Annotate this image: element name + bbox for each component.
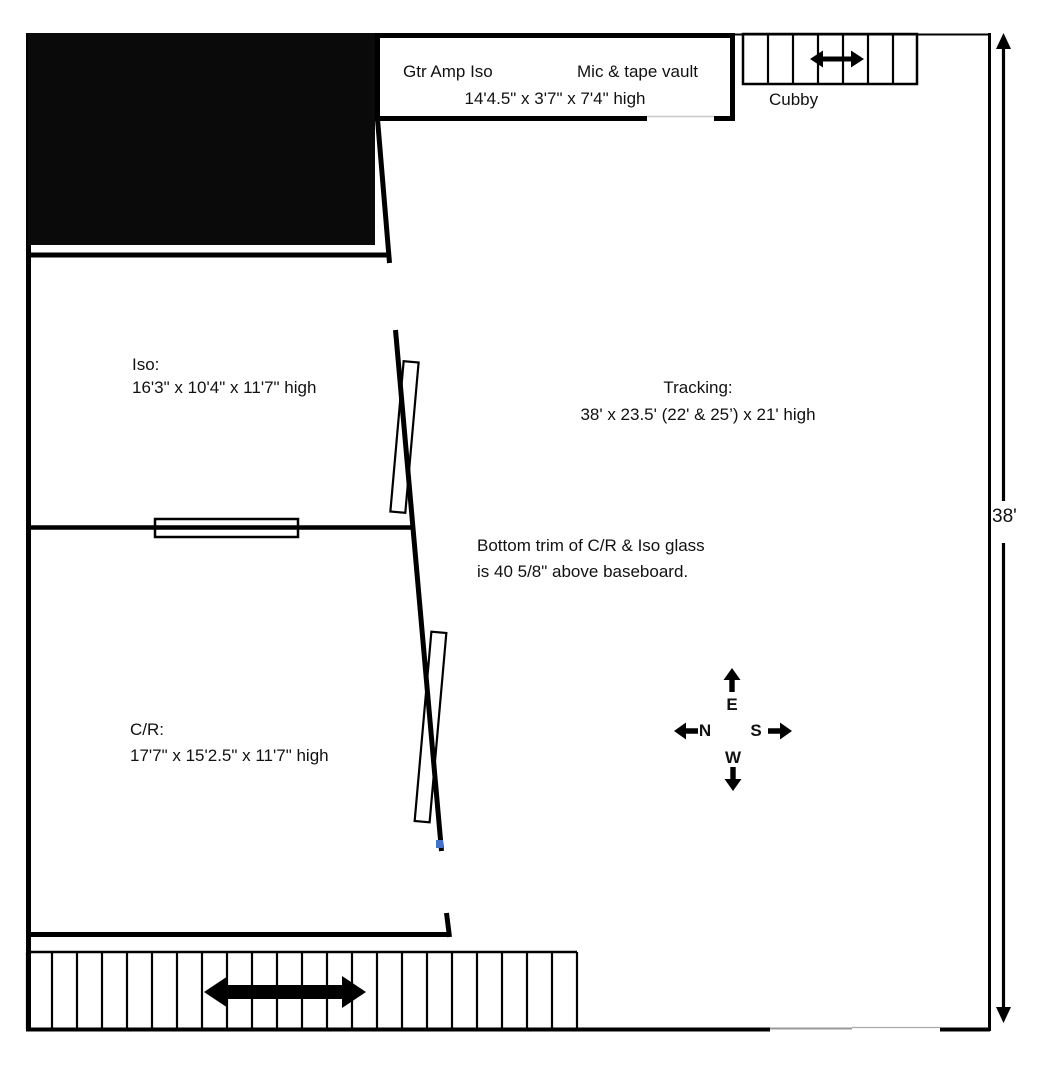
compass-rose	[674, 668, 792, 791]
iso-glass-window	[389, 359, 420, 515]
stairs-double-arrow-icon	[204, 976, 366, 1008]
tracking-label: Tracking:	[663, 378, 733, 397]
cr-dimensions: 17'7" x 15'2.5" x 11'7" high	[130, 746, 329, 765]
gtr-amp-iso-room-outline	[375, 33, 735, 123]
iso-label: Iso:	[132, 355, 160, 374]
compass-right-arrow-icon	[768, 722, 792, 740]
cr-glass-window	[413, 630, 448, 824]
compass-right-label: S	[750, 721, 762, 740]
black-block	[28, 33, 375, 245]
glass-note-line2: is 40 5/8" above baseboard.	[477, 562, 689, 581]
cr-label: C/R:	[130, 720, 164, 739]
height-dimension-arrow	[996, 33, 1011, 1023]
bottom-stairs	[25, 950, 579, 1029]
compass-up-arrow-icon	[723, 668, 741, 692]
blue-marker	[436, 840, 443, 848]
mic-tape-vault-label: Mic & tape vault	[577, 62, 698, 81]
arrow-up-head-icon	[996, 33, 1011, 49]
tracking-dimensions: 38' x 23.5' (22' & 25’) x 21' high	[580, 405, 816, 424]
arrow-down-head-icon	[996, 1007, 1011, 1023]
building-height-dimension: 38'	[992, 506, 1017, 527]
cubby-label: Cubby	[769, 90, 819, 109]
glass-note-line1: Bottom trim of C/R & Iso glass	[477, 536, 705, 555]
compass-down-arrow-icon	[724, 767, 742, 791]
compass-left-label: N	[698, 721, 712, 740]
compass-down-label: W	[724, 748, 742, 767]
gtr-amp-iso-label: Gtr Amp Iso	[403, 62, 493, 81]
cubby-stairs	[741, 32, 919, 86]
iso-dimensions: 16'3" x 10'4" x 11'7" high	[132, 378, 317, 397]
divider-glass-window	[153, 517, 300, 539]
compass-left-arrow-icon	[674, 722, 698, 740]
gtr-amp-iso-dimensions: 14'4.5" x 3'7" x 7'4" high	[464, 89, 646, 108]
compass-up-label: E	[726, 695, 738, 714]
cubby-double-arrow-icon	[810, 50, 864, 68]
